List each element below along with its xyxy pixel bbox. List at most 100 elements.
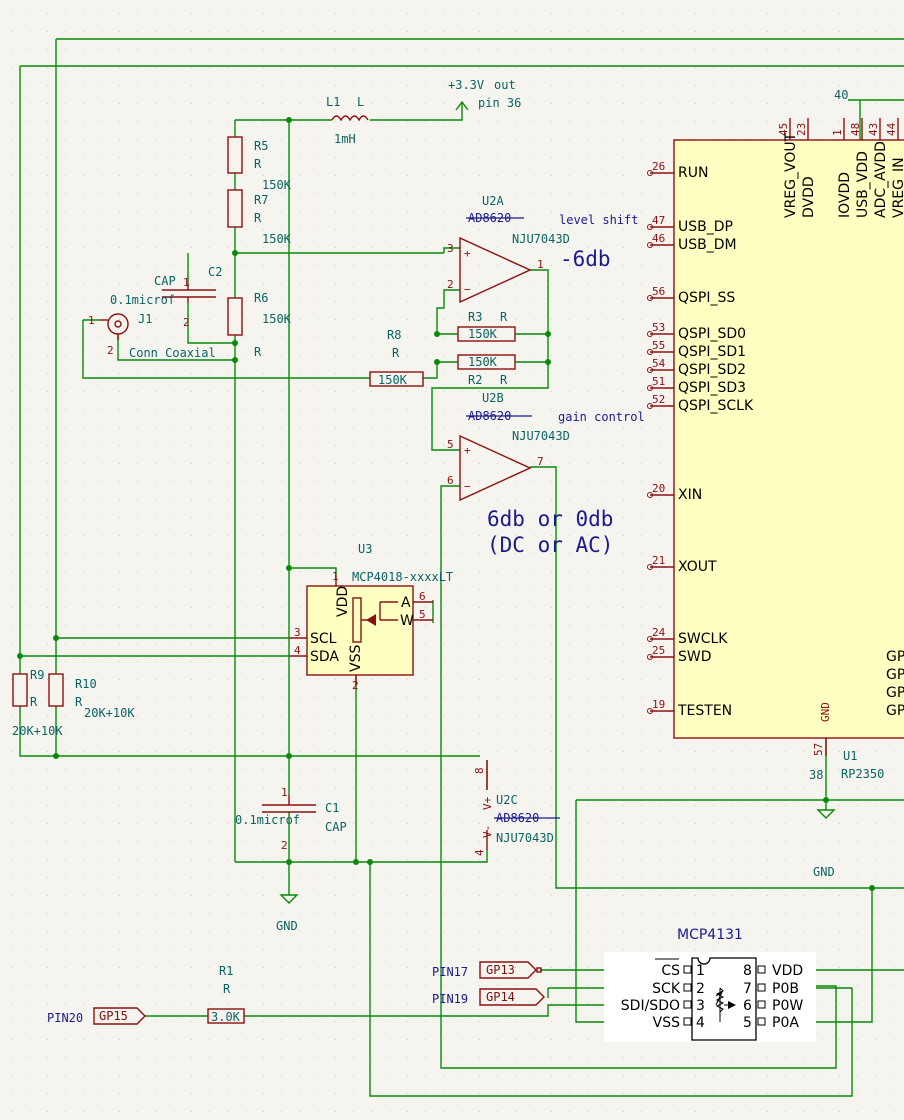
resistor-R5[interactable]: R5 R 150K (227, 136, 292, 192)
R9-name: R (30, 695, 38, 709)
R9-ref: R9 (30, 668, 44, 682)
mcp4131-title: MCP4131 (677, 927, 743, 943)
svg-text:1: 1 (696, 963, 705, 979)
L1-ref: L1 (326, 95, 340, 109)
U2B-note: gain control (558, 410, 645, 424)
svg-text:2: 2 (696, 981, 705, 997)
svg-text:3: 3 (696, 998, 705, 1014)
net-label-gp13[interactable]: GP13 PIN17 (432, 961, 542, 979)
U3-pin1: 1 (332, 570, 339, 583)
gnd-symbol-U1: GND (813, 809, 836, 879)
u1-gnd-name: GND (819, 702, 832, 722)
U3-scl: SCL (310, 631, 337, 647)
svg-text:7: 7 (743, 981, 752, 997)
gp13-label: GP13 (486, 963, 515, 977)
resistor-R8[interactable]: 150K R8 R (369, 328, 424, 387)
capacitor-C2[interactable]: 1 2 CAP C2 0.1microf (110, 265, 222, 329)
svg-text:P0B: P0B (772, 981, 799, 997)
resistor-R3[interactable]: 150K R3 R (457, 310, 516, 342)
svg-text:−: − (464, 480, 471, 493)
u1-pin-num: 26 (652, 160, 665, 173)
R6-name: R (254, 345, 262, 359)
u1-pin-label: ADC_AVDD (873, 141, 889, 218)
digipot-U3[interactable]: 3 4 1 2 6 5 SCL SDA A W VDD VSS U3 MCP40… (290, 542, 453, 692)
u1-pin-num: 44 (885, 122, 898, 136)
U2A-pin-minus: 2 (447, 278, 454, 291)
svg-text:SDI/SDO: SDI/SDO (621, 998, 680, 1014)
R6-ref: R6 (254, 291, 268, 305)
J1-pin1: 1 (88, 314, 95, 327)
U2B-pin-plus: 5 (447, 438, 454, 451)
resistor-R1[interactable]: 3.0K R1 R (207, 964, 245, 1024)
gnd-label-1: GND (276, 919, 298, 933)
C1-value: 0.1microf (235, 813, 300, 827)
gnd-symbol-C1: GND (276, 894, 299, 933)
capacitor-C1[interactable]: 1 2 C1 CAP 0.1microf (235, 786, 347, 852)
u1-gp-label: GP (886, 703, 904, 719)
resistor-R9[interactable]: R9 R 20K+10K (12, 668, 63, 738)
u1-pin-num: 24 (652, 626, 666, 639)
u1-pin-label: VREG_VOUT (783, 132, 799, 218)
U2A-note: level shift (559, 213, 638, 227)
L1-name: L (357, 95, 364, 109)
inductor-L1[interactable]: L1 L 1mH (326, 95, 369, 146)
resistor-R6[interactable]: R6 150K R (227, 291, 292, 359)
J1-pin2: 2 (107, 344, 114, 357)
R3-value: 150K (468, 327, 498, 341)
connector-J1[interactable]: 1 2 J1 Conn_Coaxial (88, 312, 216, 360)
R5-ref: R5 (254, 139, 268, 153)
U3-pin2: 2 (352, 679, 359, 692)
u1-gnd-extra: 38 (809, 768, 823, 782)
U2C-ref: U2C (496, 793, 518, 807)
opamp-U2A[interactable]: + − 3 2 1 U2A AD8620 NJU7043D level shif… (447, 194, 638, 304)
net-label-gp14[interactable]: GP14 PIN19 (432, 988, 545, 1006)
R8-ref: R8 (387, 328, 401, 342)
u1-pin-num: 47 (652, 214, 665, 227)
power-out-word: out (494, 78, 516, 92)
u1-pin-label: VREG_IN (891, 157, 904, 218)
opamp-U2B[interactable]: + − 5 6 7 U2B AD8620 NJU7043D gain contr… (447, 391, 645, 557)
R8-name: R (392, 346, 400, 360)
u1-pin-num: 46 (652, 232, 665, 245)
net-label-gp15[interactable]: GP15 PIN20 (47, 1007, 146, 1025)
U2B-gain-line2: (DC or AC) (487, 533, 613, 557)
opamp-U2C[interactable]: 8 4 V+ V- U2C AD8620 NJU7043D (473, 760, 560, 856)
junction-dots (17, 117, 875, 891)
svg-text:5: 5 (743, 1015, 752, 1031)
C1-pin1: 1 (281, 786, 288, 799)
U2B-pin-out: 7 (537, 455, 544, 468)
J1-ref: J1 (138, 312, 152, 326)
u1-pin-num: 43 (867, 123, 880, 136)
resistor-R10[interactable]: R10 R 20K+10K (48, 673, 135, 720)
resistor-R7[interactable]: R7 R 150K (227, 189, 292, 246)
u1-gp-label: GP (886, 649, 904, 665)
resistor-R2[interactable]: 150K R2 R (457, 354, 516, 387)
U2C-part: NJU7043D (496, 831, 554, 845)
L1-value: 1mH (334, 132, 356, 146)
R10-value: 20K+10K (84, 706, 135, 720)
